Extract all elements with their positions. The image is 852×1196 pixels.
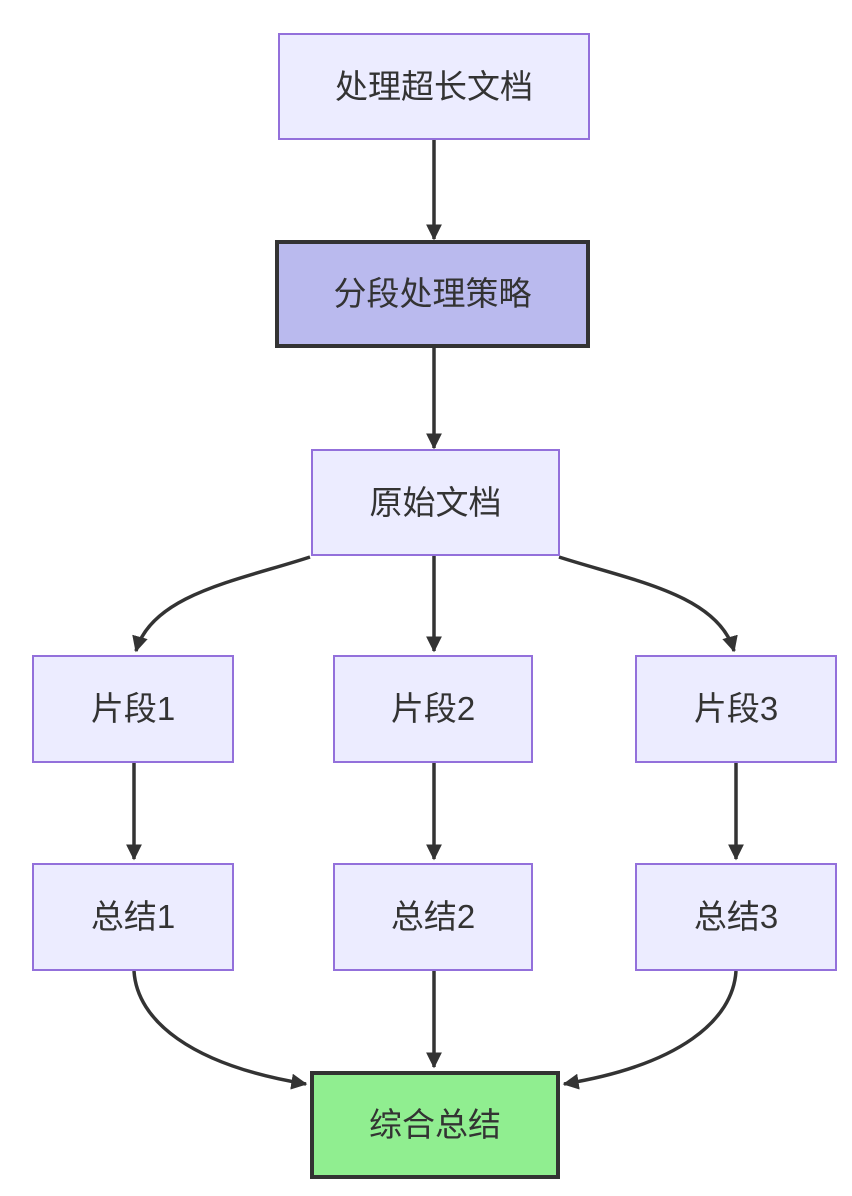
edge-original-to-fragment3: [558, 555, 738, 653]
node-label: 原始文档: [369, 483, 502, 521]
node-label: 总结1: [90, 898, 176, 936]
node-label: 片段3: [693, 690, 779, 728]
edge-summary1-to-final: [132, 970, 308, 1090]
node-label: 处理超长文档: [335, 67, 533, 105]
edge-summary3-to-final: [562, 970, 738, 1090]
node-label: 综合总结: [369, 1106, 501, 1144]
node-label: 分段处理策略: [333, 275, 532, 313]
node-fragment-3: 片段3: [635, 655, 837, 763]
node-original-document: 原始文档: [311, 449, 560, 556]
node-summary-3: 总结3: [635, 863, 837, 971]
node-process-long-document: 处理超长文档: [278, 33, 590, 140]
edge-original-to-fragment1: [132, 555, 311, 653]
node-label: 片段2: [390, 690, 476, 728]
node-fragment-2: 片段2: [333, 655, 533, 763]
node-summary-2: 总结2: [333, 863, 533, 971]
node-final-summary: 综合总结: [310, 1071, 560, 1179]
node-label: 片段1: [90, 690, 176, 728]
node-label: 总结3: [693, 898, 779, 936]
node-label: 总结2: [390, 898, 476, 936]
node-fragment-1: 片段1: [32, 655, 234, 763]
node-segmentation-strategy: 分段处理策略: [275, 240, 590, 348]
node-summary-1: 总结1: [32, 863, 234, 971]
